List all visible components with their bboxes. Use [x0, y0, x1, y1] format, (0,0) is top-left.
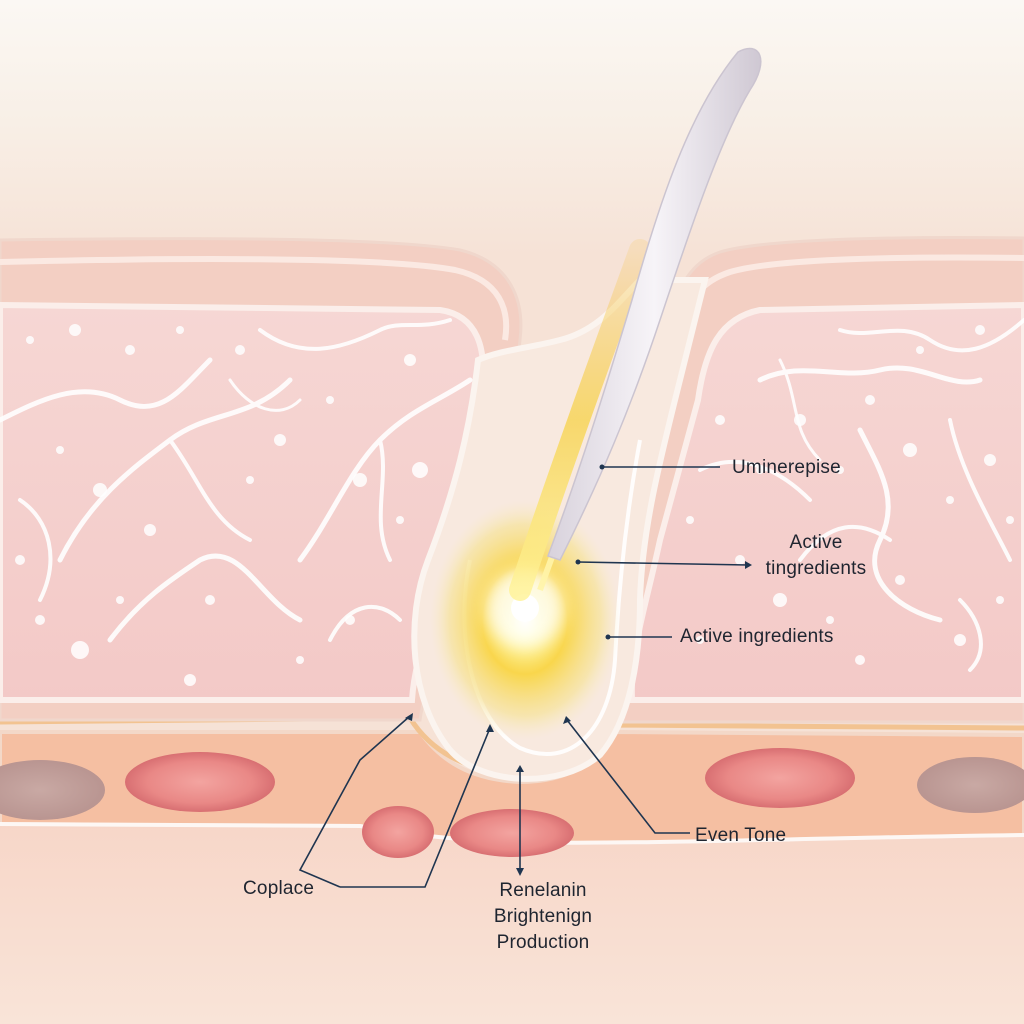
label-even-tone: Even Tone	[695, 825, 787, 846]
blood-vessel	[705, 748, 855, 808]
leader-line-active-tingredients	[577, 561, 749, 566]
label-renelanin-line3: Production	[496, 932, 590, 953]
hair-shaft	[547, 47, 762, 561]
label-active-ingredients: Active ingredients	[680, 626, 834, 647]
collagen-fibers-left	[0, 318, 473, 643]
leader-markers	[405, 464, 752, 876]
label-coplace: Coplace	[243, 878, 315, 899]
leader-line-coplace	[298, 715, 411, 888]
leader-line-coplace-2	[340, 727, 491, 888]
blood-vessel	[125, 752, 275, 812]
label-renelanin-line2: Brightenign	[493, 906, 593, 927]
label-renelanin-line1: Renelanin	[499, 880, 587, 901]
label-active-tingredients-line1: Active	[789, 532, 843, 553]
glow-core	[511, 594, 539, 622]
blood-vessel	[917, 757, 1024, 813]
leader-lines	[298, 466, 749, 888]
dermis-dots	[15, 324, 1014, 686]
collagen-fibers-right	[698, 318, 1024, 672]
label-active-tingredients: Active tingredients	[756, 530, 876, 582]
label-uminerepise: Uminerepise	[732, 457, 841, 478]
blood-vessel	[0, 760, 105, 820]
label-active-tingredients-line2: tingredients	[765, 558, 867, 579]
blood-vessel	[450, 809, 574, 857]
label-renelanin: Renelanin Brightenign Production	[468, 878, 618, 956]
blood-vessel	[362, 806, 434, 858]
leader-line-even-tone	[566, 719, 690, 834]
